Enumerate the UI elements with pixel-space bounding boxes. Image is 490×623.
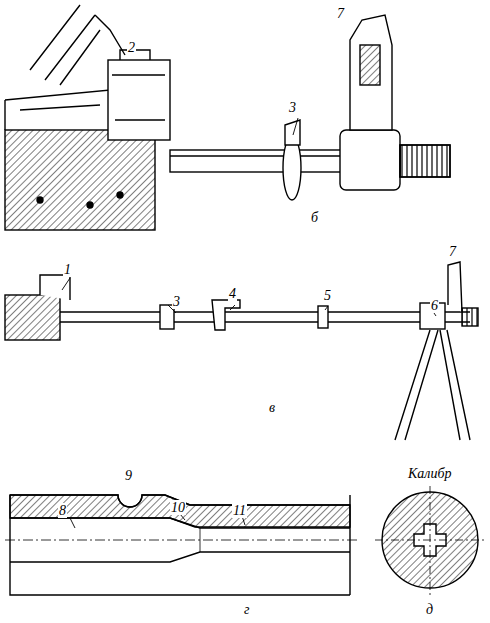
bipod xyxy=(395,330,470,440)
front-sight-base xyxy=(340,130,400,190)
gas-block xyxy=(212,300,240,330)
rear-sight xyxy=(108,60,170,140)
callout-number: 8 xyxy=(58,503,67,518)
panel-letter: б xyxy=(310,210,319,225)
callout-number: 5 xyxy=(323,288,332,303)
callout-number: 6 xyxy=(430,298,439,313)
receiver-top xyxy=(5,90,110,130)
chamber-section xyxy=(10,495,350,595)
chamber-wall xyxy=(10,495,350,527)
callout-number: 3 xyxy=(288,100,297,115)
rear-sight-detail xyxy=(112,50,165,120)
panel-letter: г xyxy=(243,602,250,617)
leader-lines xyxy=(62,118,436,528)
callout-number: 7 xyxy=(448,244,457,259)
callout-number: 10 xyxy=(170,500,186,515)
dimension-label: Калибр xyxy=(407,466,452,481)
handle xyxy=(30,5,100,85)
front-sight xyxy=(448,262,462,312)
front-sight xyxy=(350,15,392,130)
callout-number: 2 xyxy=(127,40,136,55)
receiver xyxy=(5,295,60,340)
handle-lever xyxy=(95,15,125,55)
callout-number: 1 xyxy=(63,262,72,277)
muzzle-thread xyxy=(400,145,450,177)
panel-letter: д xyxy=(425,602,434,617)
callout-number: 11 xyxy=(232,503,247,518)
callout-number: 3 xyxy=(172,294,181,309)
panel-letter: в xyxy=(268,400,276,415)
callout-number: 9 xyxy=(124,468,133,483)
callout-number: 4 xyxy=(228,286,237,301)
callout-number: 7 xyxy=(336,6,345,21)
receiver xyxy=(5,130,155,230)
